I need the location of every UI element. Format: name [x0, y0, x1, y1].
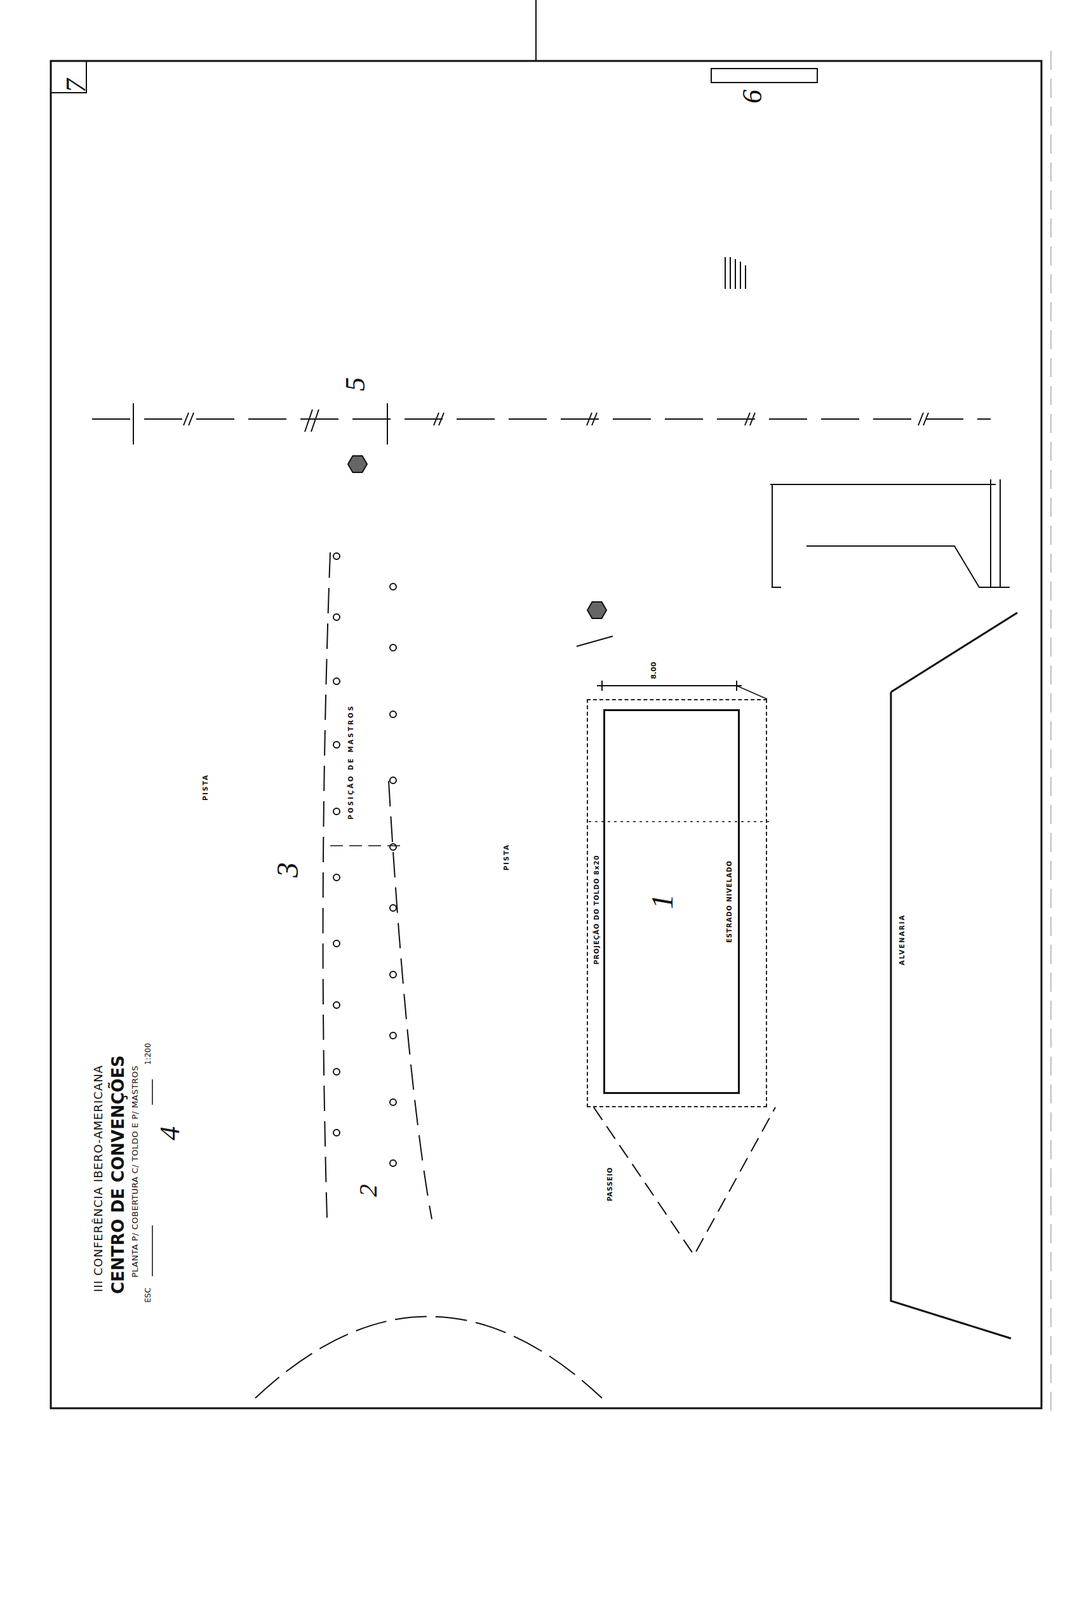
- hatch-symbol: [725, 257, 746, 289]
- axis-cross: [133, 403, 388, 445]
- canopy-edge: [323, 552, 331, 1220]
- opening-mark: [711, 68, 818, 83]
- mast-positions: [333, 553, 397, 1167]
- callout-number: 2: [354, 1184, 383, 1198]
- walkway-outline: [593, 1107, 776, 1256]
- plan-label: PISTA: [502, 843, 510, 871]
- plan-label: PASSEIO: [606, 1167, 614, 1202]
- arc-outline: [255, 1317, 603, 1399]
- callout-number: 3: [271, 862, 305, 878]
- area-label: ESTRADO NIVELADO: [725, 860, 733, 944]
- plan-label: PLANTA P/ COBERTURA C/ TOLDO E P/ MASTRO…: [130, 1065, 140, 1278]
- canopy-projection: ESTRADO NIVELADO 1 PROJEÇÃO DO TOLDO 8x20: [586, 699, 768, 1108]
- structure-outline: [770, 479, 1010, 588]
- plan-label: POSIÇÃO DE MASTROS: [347, 704, 355, 820]
- area-label: PROJEÇÃO DO TOLDO 8x20: [593, 855, 601, 966]
- linework: [50, 0, 1051, 1417]
- column-symbol: [587, 602, 607, 619]
- canopy-edge: [388, 781, 432, 1220]
- plan-label: ALVENARIA: [898, 914, 906, 966]
- plan-label: PISTA: [201, 774, 209, 801]
- callout-number: 5: [340, 377, 371, 392]
- column-symbol: [347, 455, 368, 473]
- plan-label: 8.00: [650, 661, 658, 679]
- dimension-line: [596, 680, 742, 691]
- canopy-edge: [330, 845, 401, 847]
- sheet-title: CENTRO DE CONVENÇÕES: [109, 1055, 128, 1295]
- plan-label: III CONFERÊNCIA IBERO-AMERICANA: [92, 1064, 105, 1293]
- masonry-wall: [890, 612, 1018, 1339]
- plan-label: ESC: [144, 1287, 153, 1304]
- leader-line: [576, 636, 613, 647]
- break-marks: [183, 409, 929, 432]
- callout-number: 7: [60, 78, 92, 93]
- plan-label: 1:200: [144, 1043, 153, 1066]
- fold-line: [1050, 50, 1052, 1417]
- sheet-border: [50, 60, 1042, 1409]
- axis-line: [92, 418, 991, 420]
- scale-blank: [151, 1079, 154, 1277]
- tick-line: [535, 0, 537, 61]
- callout-number: 1: [645, 894, 680, 910]
- dimension-line: [736, 685, 768, 700]
- callout-number: 4: [154, 1126, 186, 1141]
- stage-platform: ESTRADO NIVELADO 1: [603, 709, 740, 1095]
- callout-number: 6: [737, 89, 768, 104]
- axis-line: [588, 821, 771, 823]
